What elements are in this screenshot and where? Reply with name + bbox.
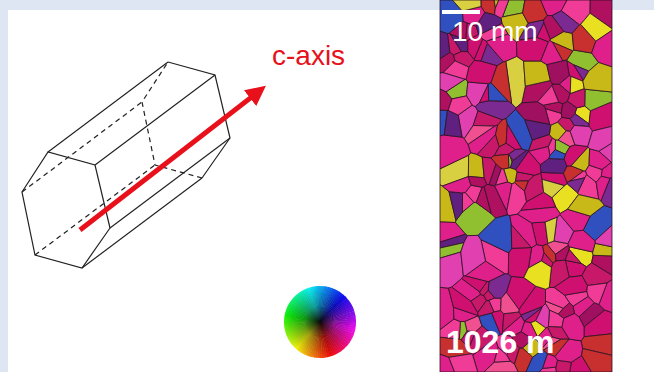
grain xyxy=(448,287,477,315)
grain xyxy=(506,124,522,149)
grain xyxy=(494,0,498,8)
wheel-shade xyxy=(284,286,356,358)
scale-bar xyxy=(442,10,480,14)
grain xyxy=(592,30,612,67)
grain xyxy=(587,283,607,304)
grain xyxy=(461,235,486,276)
grain xyxy=(473,111,502,126)
grain xyxy=(462,276,488,292)
grain xyxy=(479,85,488,103)
grain xyxy=(596,176,610,201)
grain xyxy=(567,195,604,216)
grain xyxy=(452,0,481,11)
grain xyxy=(511,225,531,249)
grain xyxy=(582,349,612,372)
grain xyxy=(525,173,544,202)
orientation-color-key xyxy=(284,286,356,358)
grain xyxy=(541,41,563,65)
scale-label: 10 mm xyxy=(452,18,538,46)
depth-label: 1026 m xyxy=(446,326,555,358)
grain xyxy=(588,126,612,151)
grain xyxy=(519,286,546,315)
grain xyxy=(449,192,463,221)
grain xyxy=(440,73,465,92)
grain xyxy=(478,215,512,253)
grain xyxy=(477,135,499,158)
grain xyxy=(538,86,559,106)
c-axis-arrow xyxy=(80,92,258,230)
grain xyxy=(440,252,463,288)
grain xyxy=(584,310,612,337)
grain-map xyxy=(440,0,612,372)
grain xyxy=(554,276,587,296)
grain xyxy=(582,263,612,286)
grain xyxy=(484,184,507,218)
grain xyxy=(462,193,473,212)
grain xyxy=(442,177,471,193)
grain xyxy=(542,179,565,197)
axis-label: c-axis xyxy=(272,42,345,70)
grain xyxy=(543,15,563,39)
grain xyxy=(516,151,541,175)
grain xyxy=(524,261,552,289)
grain xyxy=(562,314,584,341)
grain xyxy=(543,244,556,263)
grain xyxy=(549,122,566,140)
grain xyxy=(565,249,581,263)
grain xyxy=(595,225,612,247)
grain xyxy=(478,300,494,316)
grain xyxy=(589,149,611,170)
grain xyxy=(491,61,512,103)
grain xyxy=(567,178,584,193)
grain xyxy=(585,89,612,110)
hexagonal-prism xyxy=(22,62,230,268)
slide-panel xyxy=(8,10,654,372)
grain xyxy=(482,157,496,184)
grain xyxy=(501,292,519,313)
grain xyxy=(549,150,565,159)
grain xyxy=(561,101,576,118)
grain xyxy=(564,145,588,166)
grain xyxy=(568,230,595,252)
grain xyxy=(440,31,450,59)
grain xyxy=(518,207,561,223)
grain xyxy=(583,63,612,92)
